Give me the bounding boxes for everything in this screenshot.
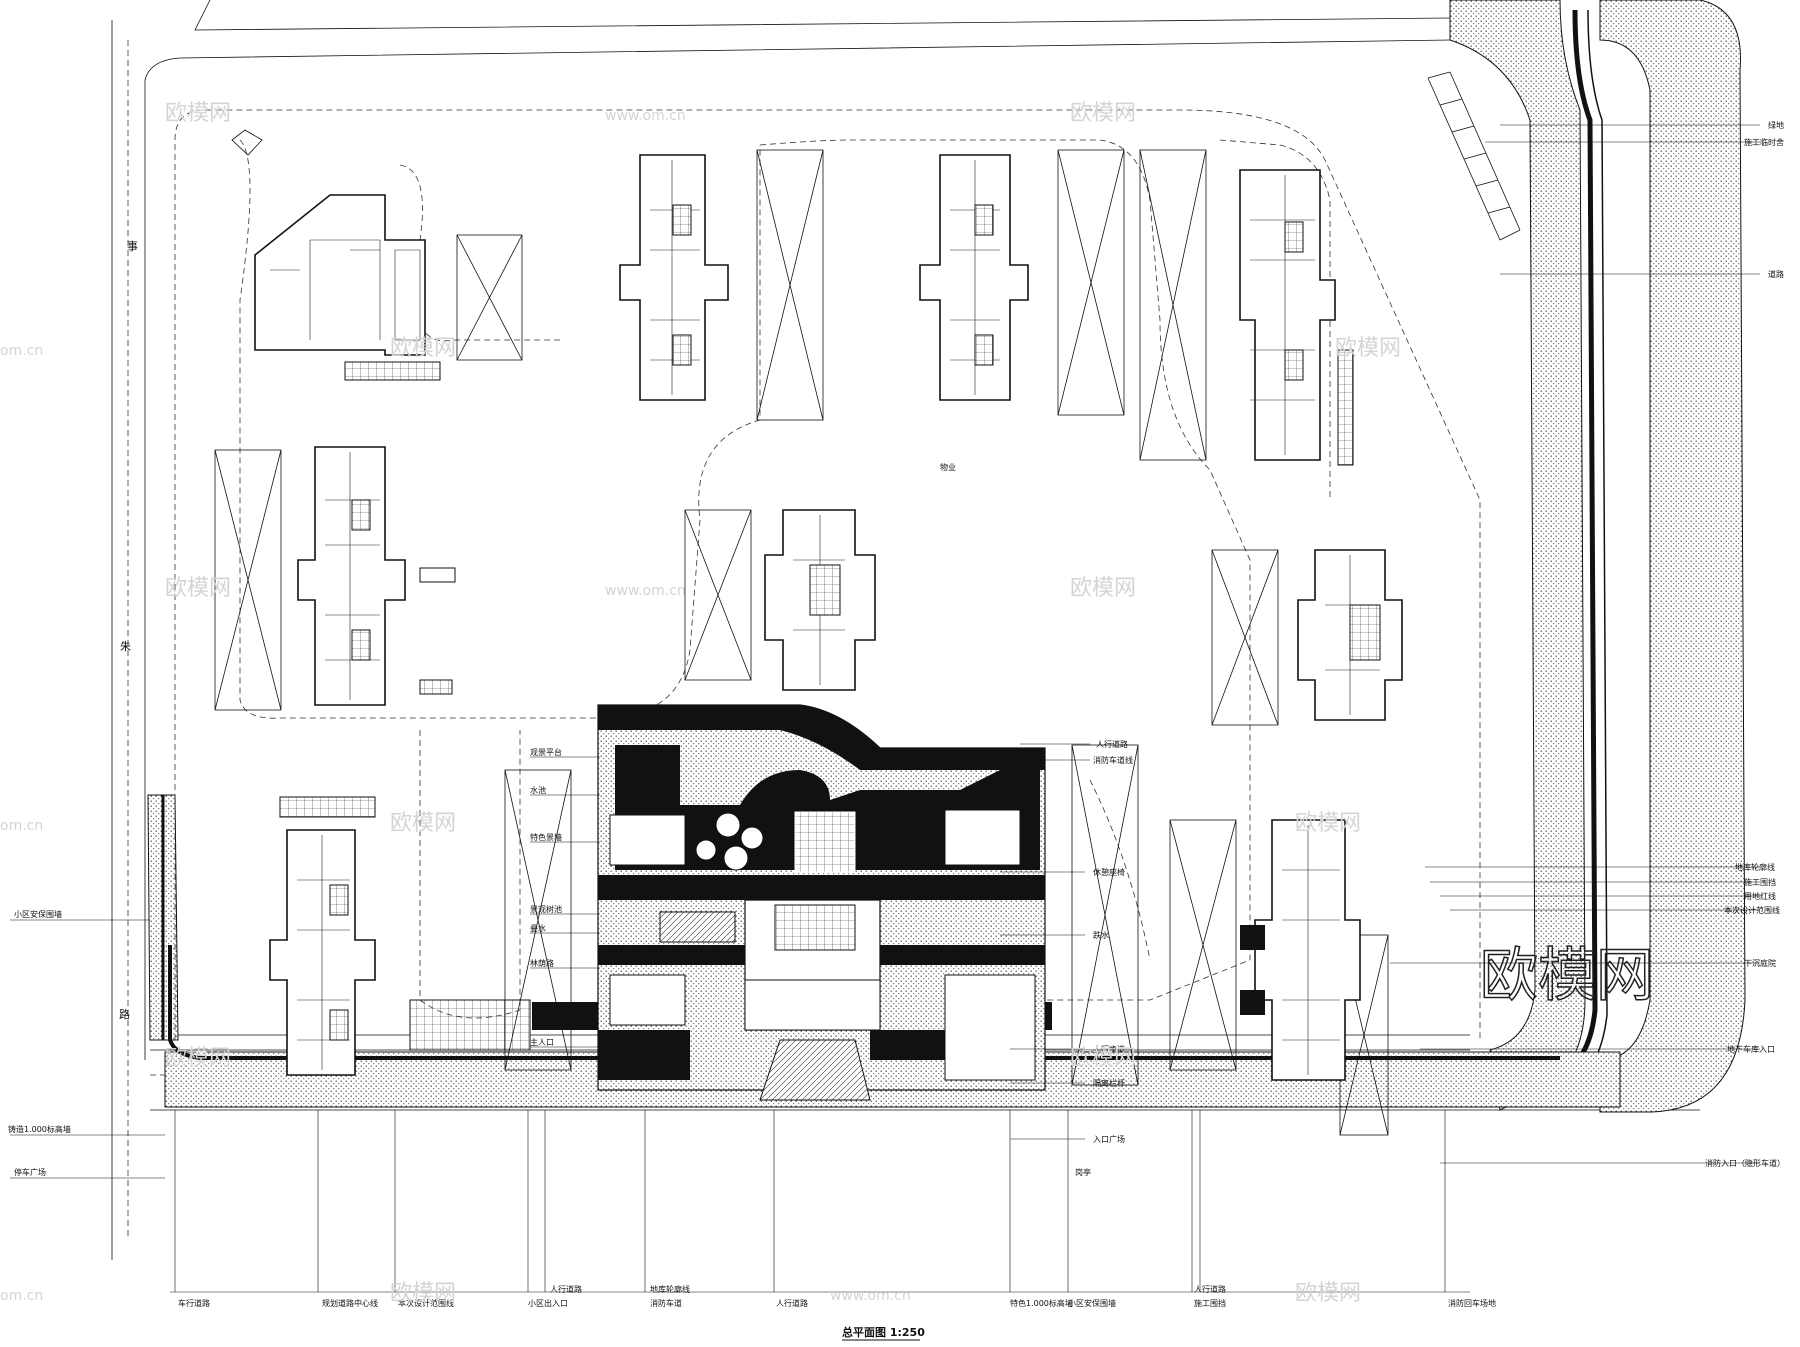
callout-c-property: 物业 — [940, 462, 956, 472]
callout-b-fire-turnaround: 消防回车场地 — [1448, 1298, 1496, 1308]
drawing-title: 总平面图 1:250 — [842, 1325, 925, 1339]
building-e — [1297, 549, 1403, 721]
callout-b-basement: 地库轮廓线 — [650, 1284, 690, 1294]
building-w1 — [297, 446, 456, 706]
watermark-1: 欧模网 — [165, 101, 231, 126]
callout-b-entrance: 小区出入口 — [528, 1298, 568, 1308]
watermark-site-4: om.cn — [0, 818, 43, 834]
watermark-site-1: www.om.cn — [605, 108, 686, 124]
building-c — [764, 509, 876, 691]
watermark-3: 欧模网 — [390, 336, 456, 361]
watermark-site-3: www.om.cn — [605, 583, 686, 599]
callout-b-road-centerline: 规划道路中心线 — [322, 1298, 378, 1308]
building-se — [1240, 819, 1361, 1081]
callout-c-water-drop: 跌水 — [1093, 930, 1109, 940]
callout-basement-outline: 地库轮廓线 — [1735, 862, 1775, 872]
watermark-12: 欧模网 — [1295, 1281, 1361, 1306]
left-callouts: 小区安保围墙 铸造1.000标高墙 停车广场 — [8, 909, 165, 1179]
callout-c-cascade: 叠水 — [530, 923, 546, 933]
building-sw — [269, 796, 376, 1076]
callout-parking-plaza: 停车广场 — [14, 1167, 46, 1177]
watermarks: 欧模网 欧模网 www.om.cn 欧模网 欧模网 om.cn 欧模网 欧模网 … — [0, 101, 1655, 1306]
road-char-3: 路 — [119, 1008, 130, 1021]
watermark-2: 欧模网 — [1070, 101, 1136, 126]
watermark-5: 欧模网 — [165, 576, 231, 601]
callout-b-footpath-2: 人行道路 — [776, 1298, 808, 1308]
building-ne — [1239, 169, 1354, 466]
callout-b-carriage-road: 车行道路 — [178, 1298, 210, 1308]
drawing-title-block: 总平面图 1:250 — [842, 1325, 925, 1341]
building-nw — [254, 194, 441, 381]
callout-sunken-court: 下沉庭院 — [1744, 958, 1776, 968]
watermark-11: 欧模网 — [390, 1281, 456, 1306]
callout-c-fire-line: 消防车道线 — [1093, 755, 1133, 765]
callout-red-line: 用地红线 — [1744, 891, 1776, 901]
callout-b-footpath: 人行道路 — [550, 1284, 582, 1294]
callout-b-fire-lane: 消防车道 — [650, 1298, 682, 1308]
watermark-4: 欧模网 — [1335, 336, 1401, 361]
callout-garage-entry: 地下车库入口 — [1727, 1044, 1775, 1054]
callout-c-railing: 隔离栏杆 — [1093, 1078, 1125, 1088]
callout-c-main-entry: 主人口 — [530, 1037, 554, 1047]
callout-security-wall: 小区安保围墙 — [14, 909, 62, 919]
central-garden — [597, 704, 1046, 1101]
road-char-1: 事 — [127, 240, 138, 253]
callout-design-scope: 本次设计范围线 — [1724, 905, 1780, 915]
west-verge — [147, 794, 179, 1041]
watermark-6: 欧模网 — [1070, 576, 1136, 601]
residential-buildings — [254, 154, 1403, 1081]
callout-temp-shed: 施工临时舍 — [1744, 137, 1784, 147]
callout-c-tree-pit: 景观树池 — [530, 904, 562, 914]
callout-b-feature-wall: 特色1.000标高墙 — [1010, 1298, 1073, 1308]
callout-c-viewing-deck: 观景平台 — [530, 747, 562, 757]
callout-feature-wall: 铸造1.000标高墙 — [8, 1124, 71, 1134]
watermark-8: 欧模网 — [1295, 811, 1361, 836]
callout-green: 绿地 — [1768, 120, 1784, 130]
bottom-callouts: 车行道路 规划道路中心线 本次设计范围线 人行道路 小区出入口 地库轮廓线 消防… — [170, 1110, 1496, 1308]
watermark-site-6: om.cn — [0, 1288, 43, 1304]
callout-c-guardhouse: 岗亭 — [1075, 1167, 1091, 1177]
parking-boxes — [214, 71, 1521, 1136]
west-road-name: 事 朱 路 — [119, 240, 138, 1021]
callout-c-boulevard: 林荫路 — [530, 958, 554, 968]
watermark-7: 欧模网 — [390, 811, 456, 836]
callout-c-pool: 水池 — [530, 785, 546, 795]
callout-c-seating: 休憩座椅 — [1093, 867, 1125, 877]
watermark-site-5: www.om.cn — [830, 1288, 911, 1304]
road-char-2: 朱 — [120, 640, 131, 653]
building-n1 — [619, 154, 729, 401]
callout-c-entry-plaza: 入口广场 — [1093, 1134, 1125, 1144]
callout-c-footpath: 人行道路 — [1096, 739, 1128, 749]
callout-b-hoarding: 施工围挡 — [1194, 1298, 1226, 1308]
callout-b-footpath-3: 人行道路 — [1194, 1284, 1226, 1294]
watermark-10: 欧模网 — [1070, 1046, 1136, 1071]
watermark-site-2: om.cn — [0, 343, 43, 359]
north-corner-mark — [231, 129, 263, 156]
callout-c-feature-wall: 特色景墙 — [530, 832, 562, 842]
callout-b-security-wall: 小区安保围墙 — [1068, 1298, 1116, 1308]
building-n2 — [919, 154, 1029, 401]
callout-hoarding: 施工围挡 — [1744, 877, 1776, 887]
watermark-large: 欧模网 — [1480, 941, 1654, 1009]
watermark-9: 欧模网 — [165, 1046, 231, 1071]
callout-b-design-scope: 本次设计范围线 — [398, 1298, 454, 1308]
center-callouts: 人行道路 消防车道线 观景平台 水池 特色景墙 休憩座椅 景观树池 叠水 跌水 … — [530, 462, 1133, 1177]
right-callouts: 绿地 施工临时舍 道路 地库轮廓线 施工围挡 用地红线 本次设计范围线 下沉庭院… — [1390, 120, 1785, 1168]
callout-fire-entry: 消防入口（隐形车道） — [1705, 1158, 1785, 1168]
callout-road: 道路 — [1768, 269, 1784, 279]
callout-c-walkway: 人行步道 — [1093, 1044, 1125, 1054]
